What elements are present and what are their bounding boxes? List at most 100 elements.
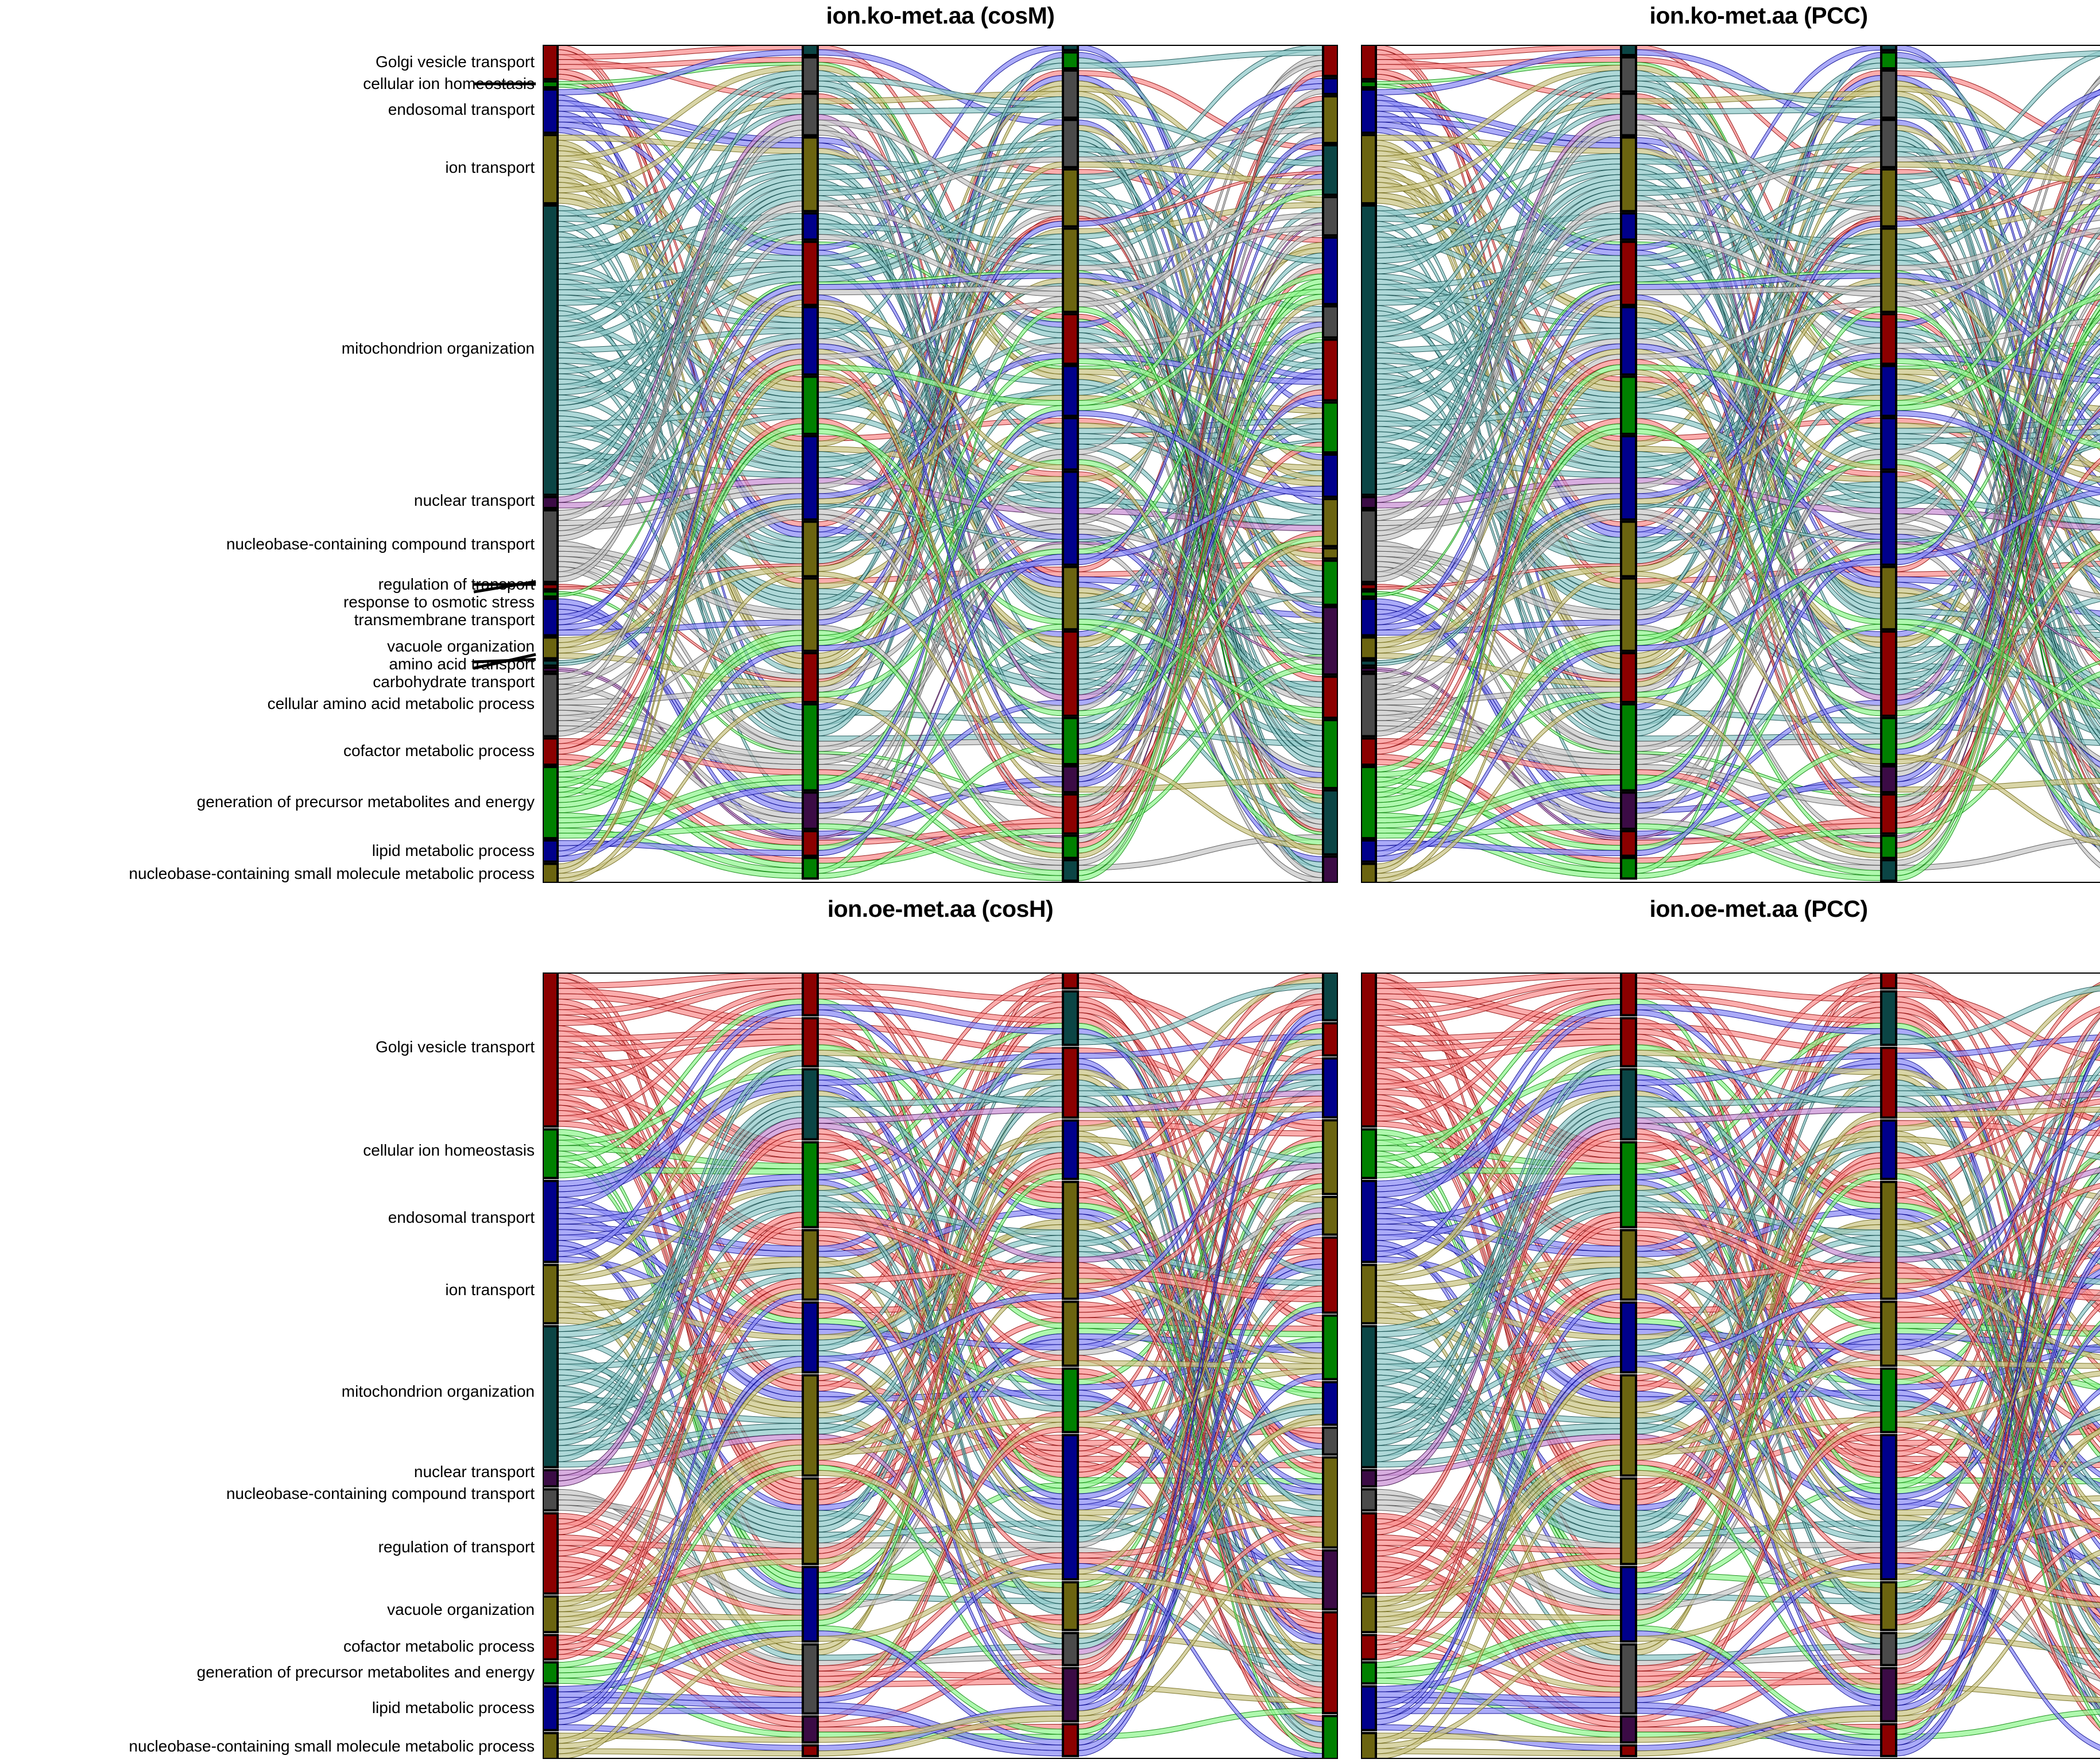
axis-node[interactable] (1322, 1119, 1338, 1195)
node-bar[interactable] (1062, 417, 1079, 471)
axis-node[interactable] (1322, 338, 1338, 402)
axis-node[interactable] (1062, 859, 1079, 882)
node-bar[interactable] (1880, 365, 1897, 417)
node-bar[interactable] (802, 577, 819, 652)
axis-node[interactable] (802, 136, 819, 212)
axis-node[interactable] (543, 204, 559, 496)
axis-node[interactable] (1322, 1381, 1338, 1426)
node-bar[interactable] (1322, 606, 1338, 676)
node-bar[interactable] (1322, 144, 1338, 196)
node-bar[interactable] (1361, 1634, 1377, 1661)
axis-node[interactable] (1620, 92, 1637, 137)
axis-node[interactable] (1062, 365, 1079, 417)
node-bar[interactable] (1880, 227, 1897, 313)
axis-node[interactable] (1361, 204, 1377, 496)
axis-node[interactable] (1322, 606, 1338, 676)
axis-node[interactable] (1880, 45, 1897, 52)
axis-node[interactable] (543, 659, 559, 667)
axis-node[interactable] (1361, 1661, 1377, 1685)
axis-node[interactable] (1620, 703, 1637, 792)
axis-node[interactable] (543, 1595, 559, 1634)
axis-node[interactable] (1322, 719, 1338, 789)
axis-node[interactable] (1062, 765, 1079, 793)
axis-node[interactable] (1322, 453, 1338, 498)
axis-node[interactable] (802, 1477, 819, 1566)
axis-node[interactable] (1322, 789, 1338, 856)
node-bar[interactable] (802, 972, 819, 1017)
axis-node[interactable] (543, 80, 559, 89)
node-bar[interactable] (1620, 577, 1637, 652)
node-bar[interactable] (1361, 672, 1377, 738)
node-bar[interactable] (1880, 1119, 1897, 1180)
axis-node[interactable] (1880, 1367, 1897, 1433)
axis-node[interactable] (1361, 1468, 1377, 1488)
axis-node[interactable] (543, 509, 559, 583)
axis-node[interactable] (1880, 990, 1897, 1047)
axis-node[interactable] (802, 1301, 819, 1374)
axis-node[interactable] (543, 1512, 559, 1595)
axis-node[interactable] (802, 830, 819, 857)
node-bar[interactable] (543, 204, 559, 496)
node-bar[interactable] (1361, 583, 1377, 591)
node-bar[interactable] (1880, 1047, 1897, 1119)
node-bar[interactable] (1361, 1731, 1377, 1759)
node-bar[interactable] (1322, 498, 1338, 548)
node-bar[interactable] (1322, 338, 1338, 402)
node-bar[interactable] (1062, 972, 1079, 990)
node-bar[interactable] (802, 212, 819, 241)
axis-node[interactable] (543, 583, 559, 591)
axis-node[interactable] (1880, 765, 1897, 793)
axis-node[interactable] (1361, 1264, 1377, 1325)
node-bar[interactable] (1361, 1661, 1377, 1685)
axis-node[interactable] (1361, 972, 1377, 1128)
axis-node[interactable] (802, 972, 819, 1017)
axis-node[interactable] (1620, 1566, 1637, 1643)
node-bar[interactable] (1322, 1549, 1338, 1611)
node-bar[interactable] (1361, 204, 1377, 496)
node-bar[interactable] (1620, 1566, 1637, 1643)
axis-node[interactable] (802, 212, 819, 241)
axis-node[interactable] (543, 765, 559, 840)
axis-node[interactable] (1062, 834, 1079, 859)
node-bar[interactable] (1620, 857, 1637, 880)
axis-node[interactable] (802, 1141, 819, 1229)
node-bar[interactable] (543, 88, 559, 134)
axis-node[interactable] (1620, 375, 1637, 435)
node-bar[interactable] (802, 1643, 819, 1715)
axis-node[interactable] (802, 241, 819, 307)
node-bar[interactable] (1620, 241, 1637, 307)
axis-node[interactable] (802, 791, 819, 830)
axis-node[interactable] (1062, 990, 1079, 1047)
axis-node[interactable] (1620, 577, 1637, 652)
axis-node[interactable] (543, 495, 559, 509)
node-bar[interactable] (1062, 716, 1079, 766)
node-bar[interactable] (1620, 136, 1637, 212)
axis-node[interactable] (1361, 80, 1377, 89)
axis-node[interactable] (1062, 51, 1079, 70)
node-bar[interactable] (1062, 630, 1079, 717)
node-bar[interactable] (802, 45, 819, 56)
axis-node[interactable] (543, 1180, 559, 1264)
node-bar[interactable] (1062, 168, 1079, 228)
node-bar[interactable] (1880, 1367, 1897, 1433)
node-bar[interactable] (1322, 95, 1338, 145)
axis-node[interactable] (1361, 636, 1377, 660)
axis-node[interactable] (1880, 365, 1897, 417)
node-bar[interactable] (1620, 972, 1637, 1017)
node-bar[interactable] (543, 1685, 559, 1731)
axis-node[interactable] (1062, 168, 1079, 228)
axis-node[interactable] (1322, 972, 1338, 1022)
axis-node[interactable] (802, 1068, 819, 1141)
axis-node[interactable] (1620, 1374, 1637, 1477)
node-bar[interactable] (802, 1229, 819, 1301)
node-bar[interactable] (1062, 470, 1079, 566)
node-bar[interactable] (802, 306, 819, 376)
axis-node[interactable] (1880, 1723, 1897, 1757)
node-bar[interactable] (1062, 859, 1079, 882)
node-bar[interactable] (543, 672, 559, 738)
axis-node[interactable] (1880, 1300, 1897, 1367)
node-bar[interactable] (1880, 1300, 1897, 1367)
axis-node[interactable] (1322, 1456, 1338, 1549)
axis-node[interactable] (1620, 972, 1637, 1017)
axis-node[interactable] (543, 737, 559, 766)
